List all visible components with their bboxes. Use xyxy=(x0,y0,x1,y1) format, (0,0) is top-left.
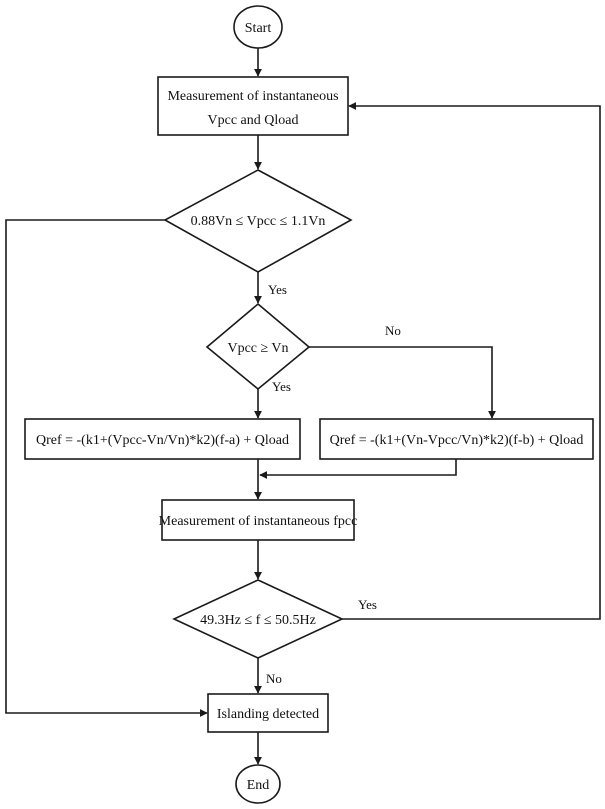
label-yes-vpcc: Yes xyxy=(272,379,291,394)
voltage-range-condition: 0.88Vn ≤ Vpcc ≤ 1.1Vn xyxy=(191,214,326,229)
end-node: End xyxy=(235,764,281,804)
label-no-vpcc: No xyxy=(385,323,401,338)
arrow-vpcc-no-to-qref-b xyxy=(309,346,496,419)
arrow-voltage-no-to-islanding xyxy=(5,219,208,717)
frequency-range-decision: 49.3Hz ≤ f ≤ 50.5Hz xyxy=(172,579,344,659)
label-yes-frequency: Yes xyxy=(358,597,377,612)
label-yes-voltage: Yes xyxy=(268,282,287,297)
measure-vpcc-line2: Vpcc and Qload xyxy=(208,113,299,128)
islanding-detected-label: Islanding detected xyxy=(217,707,319,722)
qref-a-formula: Qref = -(k1+(Vpcc-Vn/Vn)*k2)(f-a) + Qloa… xyxy=(36,433,289,448)
arrow-frequency-yes-loop-back xyxy=(342,102,601,620)
measure-vpcc-qload-box: Measurement of instantaneous Vpcc and Ql… xyxy=(157,76,349,136)
qref-a-box: Qref = -(k1+(Vpcc-Vn/Vn)*k2)(f-a) + Qloa… xyxy=(24,418,301,460)
label-no-frequency: No xyxy=(266,671,282,686)
end-label: End xyxy=(247,778,270,793)
start-node: Start xyxy=(233,5,283,49)
islanding-detected-box: Islanding detected xyxy=(207,693,329,733)
measure-fpcc-label: Measurement of instantaneous fpcc xyxy=(159,514,358,529)
vpcc-vs-vn-decision: Vpcc ≥ Vn xyxy=(205,302,311,391)
qref-b-box: Qref = -(k1+(Vn-Vpcc/Vn)*k2)(f-b) + Qloa… xyxy=(319,418,594,460)
measure-vpcc-line1: Measurement of instantaneous xyxy=(167,89,338,104)
measure-fpcc-box: Measurement of instantaneous fpcc xyxy=(159,499,358,541)
voltage-range-decision: 0.88Vn ≤ Vpcc ≤ 1.1Vn xyxy=(163,169,353,273)
qref-b-formula: Qref = -(k1+(Vn-Vpcc/Vn)*k2)(f-b) + Qloa… xyxy=(330,433,584,448)
arrow-qref-b-merge xyxy=(259,459,457,479)
start-label: Start xyxy=(245,21,272,36)
frequency-range-condition: 49.3Hz ≤ f ≤ 50.5Hz xyxy=(200,613,316,628)
vpcc-vs-vn-condition: Vpcc ≥ Vn xyxy=(227,341,288,356)
